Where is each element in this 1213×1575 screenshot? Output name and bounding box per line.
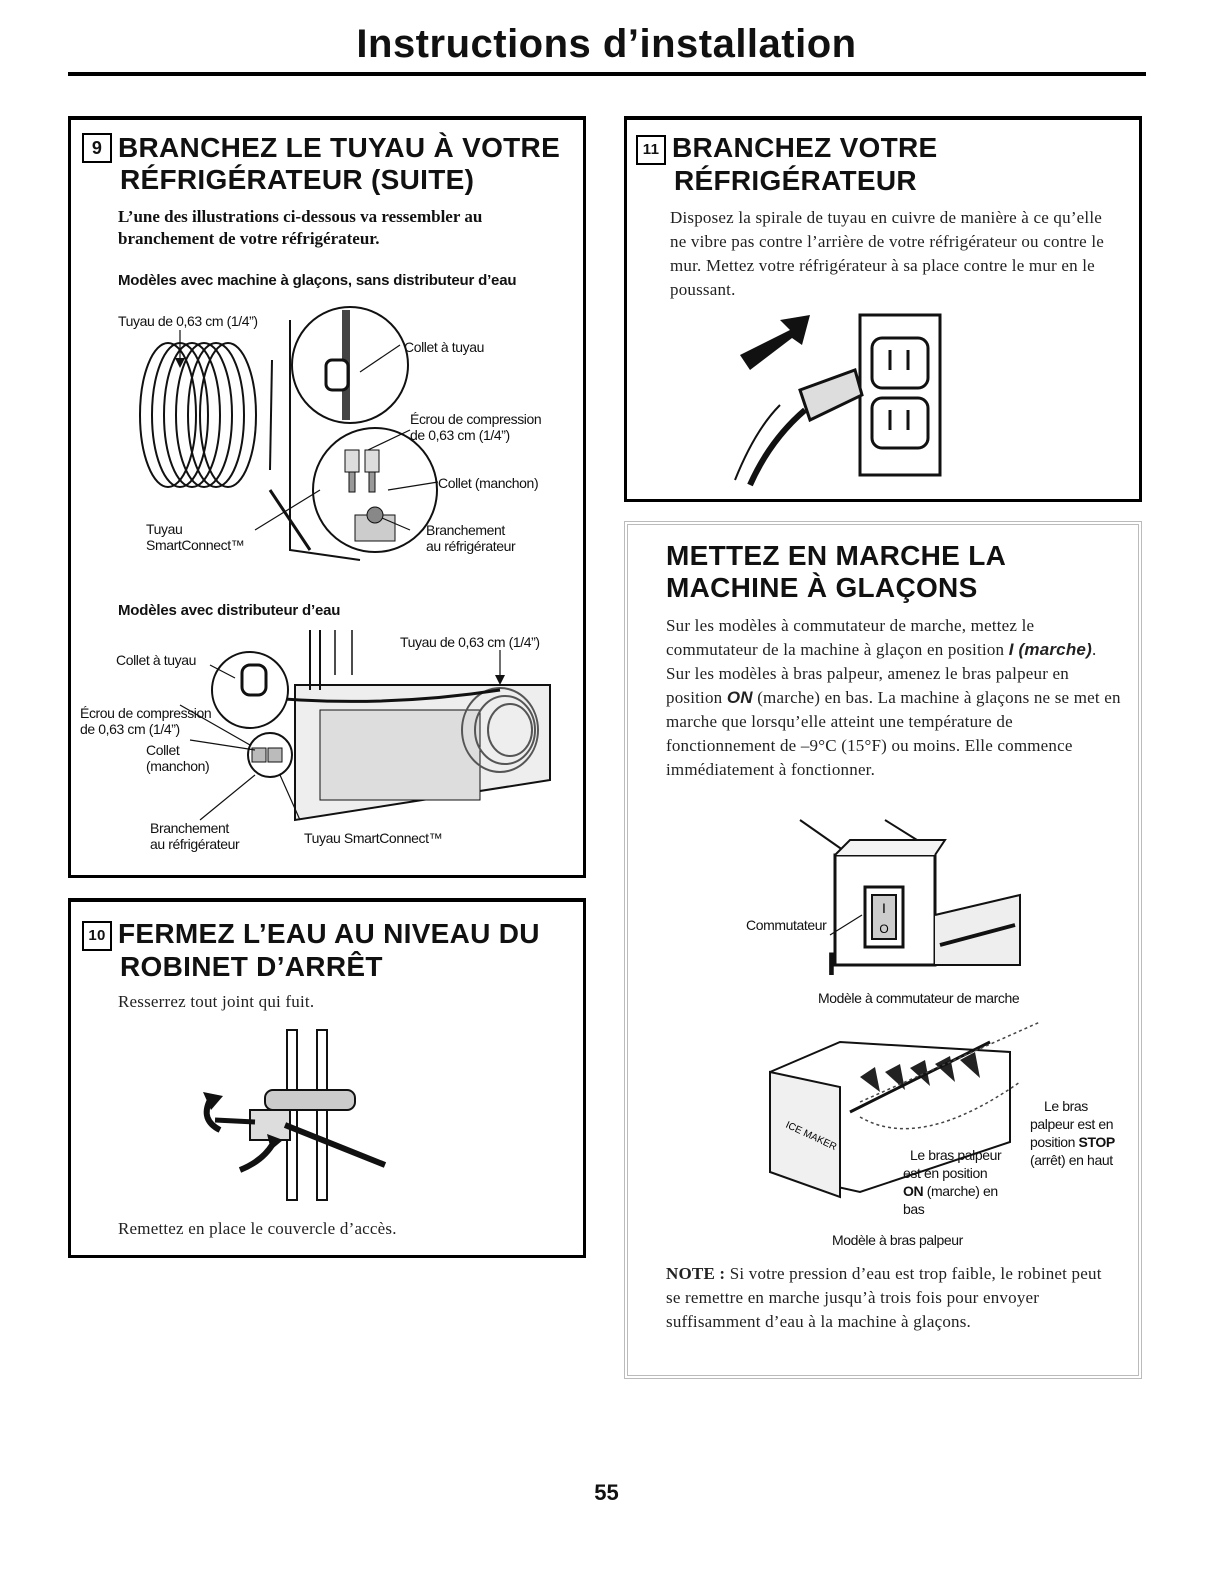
step10-box [68, 898, 586, 1258]
fig1-label-smart-2: SmartConnect™ [146, 537, 245, 553]
title-rule [68, 72, 1146, 76]
fig1-label-ecrou-1: Écrou de compression [410, 411, 542, 427]
fig2-label-ecrou-2: de 0,63 cm (1/4”) [80, 721, 180, 737]
fig2-label-branch-1: Branchement [150, 820, 229, 836]
fig1-label-ecrou-2: de 0,63 cm (1/4”) [410, 427, 510, 443]
fig-switch-big-i: I [827, 946, 836, 982]
dispenser-connection-illustration [179, 630, 551, 822]
fig-arm-on-4: bas [903, 1201, 925, 1217]
fig-arm-stop-1: Le bras [1044, 1098, 1088, 1114]
fig2-label-ecrou-1: Écrou de compression [80, 705, 212, 721]
fig-arm-stop-3: position STOP [1030, 1134, 1115, 1150]
icemaker-note: NOTE : Si votre pression d’eau est trop … [666, 1264, 1102, 1331]
shutoff-valve-illustration [203, 1029, 387, 1201]
icemaker-box [624, 521, 1142, 1379]
switch-i-mark: I [882, 900, 886, 916]
step9-subhead-2: Modèles avec distributeur d’eau [118, 602, 341, 619]
note-label: NOTE : [666, 1264, 726, 1283]
fig-arm-on-1: Le bras palpeur [910, 1147, 1002, 1163]
fig1-label-branch-2: au réfrigérateur [426, 538, 516, 554]
fig-arm-on-3: ON (marche) en [903, 1183, 998, 1199]
icemaker-feeler-arm-illustration: ICE MAKER [769, 1021, 1041, 1199]
fig2-label-collet-1: Collet [146, 742, 180, 758]
page-number: 55 [594, 1480, 619, 1505]
fig1-label-tuyau: Tuyau de 0,63 cm (1/4”) [118, 313, 258, 329]
fig-switch-caption: Modèle à commutateur de marche [818, 990, 1020, 1006]
fig-arm-stop-4: (arrêt) en haut [1030, 1152, 1113, 1168]
fig-arm-stop-2: palpeur est en [1030, 1116, 1114, 1132]
step9-box [68, 116, 586, 878]
fig1-label-collet-tuyau: Collet à tuyau [404, 339, 485, 355]
fig-arm-on-2: est en position [903, 1165, 988, 1181]
fig2-label-collet-2: (manchon) [146, 758, 210, 774]
fig-switch-label-commutateur: Commutateur [746, 917, 827, 933]
step9-intro: L’une des illustrations ci-dessous va re… [118, 207, 483, 248]
fig1-label-collet-manchon: Collet (manchon) [438, 475, 539, 491]
fig-arm-caption: Modèle à bras palpeur [832, 1232, 963, 1248]
step9-number: 9 [82, 133, 112, 163]
step11-box [624, 116, 1142, 502]
step9-subhead-1: Modèles avec machine à glaçons, sans dis… [118, 272, 517, 289]
fig2-label-collet-tuyau: Collet à tuyau [116, 652, 197, 668]
step10-text-2: Remettez en place le couvercle d’accès. [118, 1219, 397, 1238]
icemaker-title: METTEZ EN MARCHE LA MACHINE À GLAÇONS [666, 540, 1007, 603]
fig2-label-branch-2: au réfrigérateur [150, 836, 240, 852]
step10-text-1: Resserrez tout joint qui fuit. [118, 992, 315, 1011]
fig2-label-smart: Tuyau SmartConnect™ [304, 830, 443, 846]
ice-only-connection-illustration [139, 306, 439, 561]
icemaker-paragraph: Sur les modèles à commutateur de marche,… [666, 616, 1121, 779]
icemaker-switch-illustration: I O [799, 819, 1021, 967]
page-title: Instructions d’installation [356, 22, 857, 66]
step11-number: 11 [636, 135, 666, 165]
step11-text: Disposez la spirale de tuyau en cuivre d… [670, 208, 1104, 299]
step10-number: 10 [82, 921, 112, 951]
fig2-label-tuyau: Tuyau de 0,63 cm (1/4”) [400, 634, 540, 650]
fig1-label-smart-1: Tuyau [146, 521, 183, 537]
power-outlet-illustration [734, 313, 942, 487]
fig1-label-branch-1: Branchement [426, 522, 505, 538]
switch-o-mark: O [879, 922, 888, 936]
